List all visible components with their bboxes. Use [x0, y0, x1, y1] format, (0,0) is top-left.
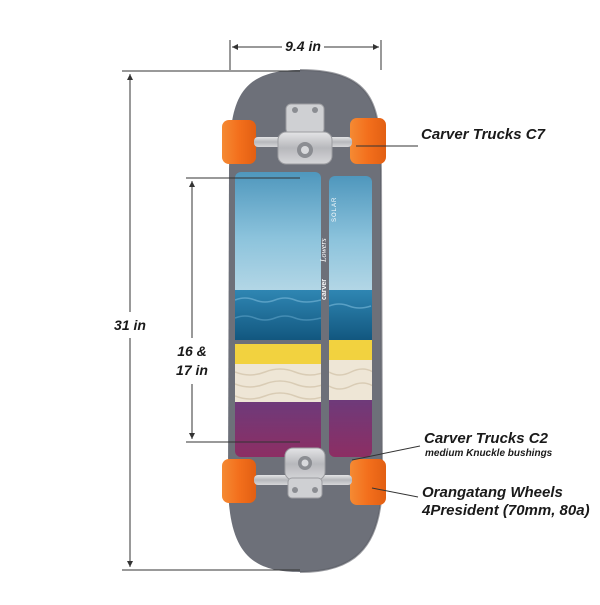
dimension-arrowheads [127, 44, 379, 567]
width-dimension-label: 9.4 in [285, 38, 321, 54]
front-truck [222, 103, 386, 165]
wheelbase-line-2: 17 in [176, 362, 208, 378]
deck-graphic-right [329, 176, 372, 457]
front-right-wheel [350, 118, 386, 164]
wheelbase-line-1: 16 & [177, 343, 207, 359]
wheels-label-line-2: 4President (70mm, 80a) [422, 502, 590, 519]
wheels-label-line-1: Orangatang Wheels [422, 484, 563, 501]
dimension-lines [122, 40, 421, 571]
rear-left-wheel [222, 459, 256, 503]
rear-truck [222, 447, 386, 505]
deck-graphic-left [235, 172, 321, 457]
wheelbase-dimension-label: 16 & 17 in [160, 342, 224, 380]
front-left-wheel [222, 120, 256, 164]
length-dimension-label: 31 in [114, 317, 146, 333]
front-truck-label: Carver Trucks C7 [421, 126, 545, 143]
rear-truck-note: medium Knuckle bushings [425, 448, 553, 459]
rear-right-wheel [350, 459, 386, 505]
rear-truck-label: Carver Trucks C2 [424, 430, 548, 447]
deck-model-text: Lowers [319, 238, 328, 263]
deck-series-text: SOLAR [332, 197, 338, 222]
deck-brand-text: carver [321, 279, 328, 300]
